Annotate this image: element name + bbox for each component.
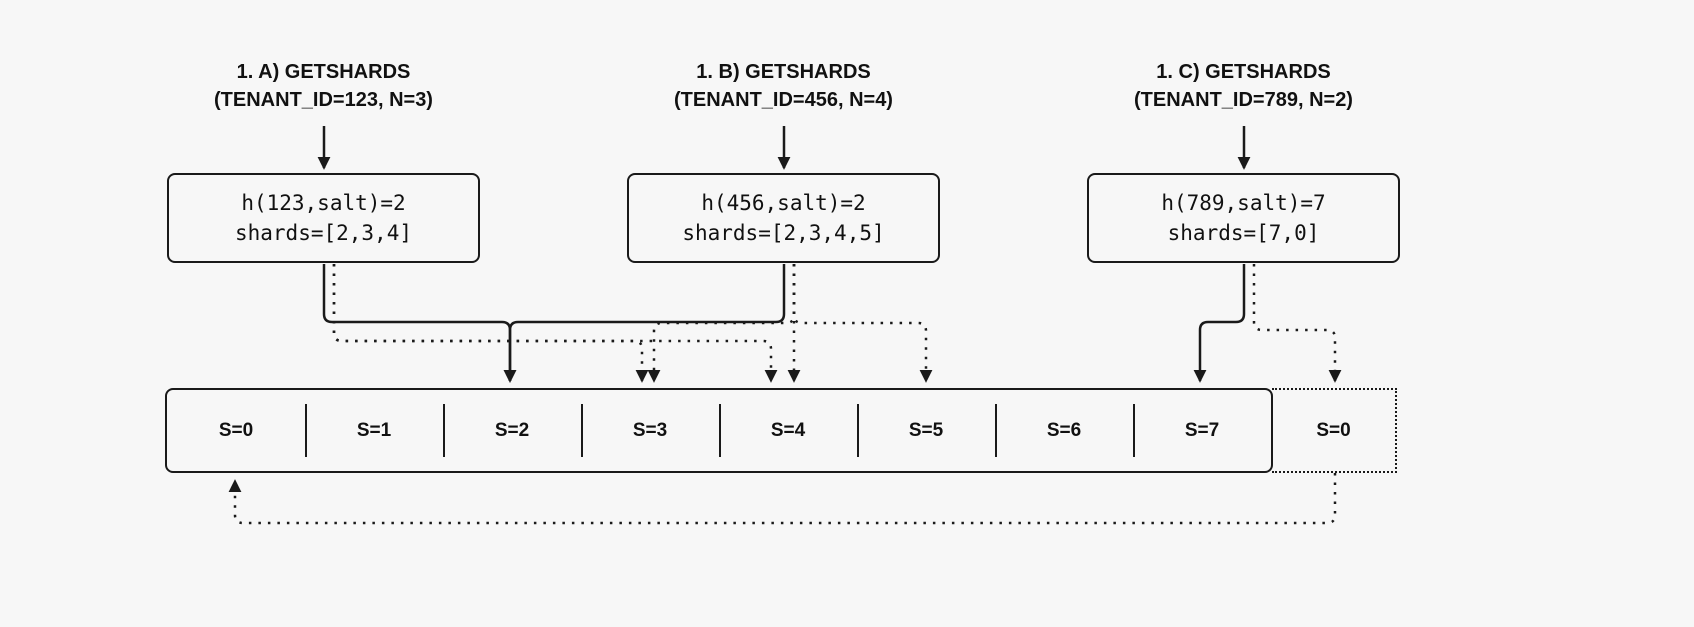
shard-cell-0-label: S=0 [218, 419, 254, 441]
call-label-c-line2: (TENANT_ID=789, N=2) [1134, 89, 1353, 111]
shard-cell-0[interactable]: S=0 [167, 390, 305, 471]
call-label-c: 1. C) GETSHARDS (TENANT_ID=789, N=2) [1087, 58, 1400, 114]
hash-box-c-line1: h(789,salt)=7 [1161, 191, 1326, 215]
shard-cell-4[interactable]: S=4 [719, 390, 857, 471]
wire-wrap-around-to-shard-0 [228, 473, 1337, 525]
wire-c-to-shard-wrap-0 [1252, 264, 1342, 383]
call-label-a-line1: 1. A) GETSHARDS [236, 61, 411, 83]
shard-cell-6-label: S=6 [1046, 419, 1082, 441]
shard-cell-4-label: S=4 [770, 419, 806, 441]
shard-cell-1[interactable]: S=1 [305, 390, 443, 471]
call-label-a-line2: (TENANT_ID=123, N=3) [214, 89, 433, 111]
shard-cell-1-label: S=1 [356, 419, 392, 441]
shard-cell-wrap-0: S=0 [1272, 388, 1397, 473]
shard-cell-3-label: S=3 [632, 419, 668, 441]
shard-cell-2-label: S=2 [494, 419, 530, 441]
call-label-c-line1: 1. C) GETSHARDS [1156, 61, 1331, 83]
hash-box-b: h(456,salt)=2 shards=[2,3,4,5] [627, 173, 940, 263]
call-label-b-line1: 1. B) GETSHARDS [696, 61, 871, 83]
shard-cell-wrap-0-label: S=0 [1316, 419, 1351, 441]
wire-b-to-shard-2 [503, 264, 786, 383]
shard-cell-5-label: S=5 [908, 419, 944, 441]
shard-cell-7-label: S=7 [1184, 419, 1220, 441]
call-label-b-line2: (TENANT_ID=456, N=4) [674, 89, 893, 111]
hash-box-b-line2: shards=[2,3,4,5] [682, 221, 885, 245]
hash-box-c: h(789,salt)=7 shards=[7,0] [1087, 173, 1400, 263]
hash-box-a-line2: shards=[2,3,4] [234, 221, 412, 245]
hash-box-b-line1: h(456,salt)=2 [701, 191, 866, 215]
wire-a-to-shard-2 [322, 264, 517, 383]
wire-b-to-shard-5 [792, 264, 933, 383]
wire-c-to-shard-7 [1193, 264, 1246, 383]
shard-ring-bar: S=0 S=1 S=2 S=3 S=4 S=5 S=6 S=7 [165, 388, 1273, 473]
shard-cell-2[interactable]: S=2 [443, 390, 581, 471]
shard-cell-7[interactable]: S=7 [1133, 390, 1271, 471]
call-label-b: 1. B) GETSHARDS (TENANT_ID=456, N=4) [627, 58, 940, 114]
hash-box-a: h(123,salt)=2 shards=[2,3,4] [167, 173, 480, 263]
shard-cell-3[interactable]: S=3 [581, 390, 719, 471]
shard-cell-5[interactable]: S=5 [857, 390, 995, 471]
call-label-a: 1. A) GETSHARDS (TENANT_ID=123, N=3) [167, 58, 480, 114]
hash-box-c-line2: shards=[7,0] [1167, 221, 1320, 245]
wire-b-to-shard-3 [647, 264, 796, 383]
shard-cell-6[interactable]: S=6 [995, 390, 1133, 471]
hash-box-a-line1: h(123,salt)=2 [241, 191, 406, 215]
